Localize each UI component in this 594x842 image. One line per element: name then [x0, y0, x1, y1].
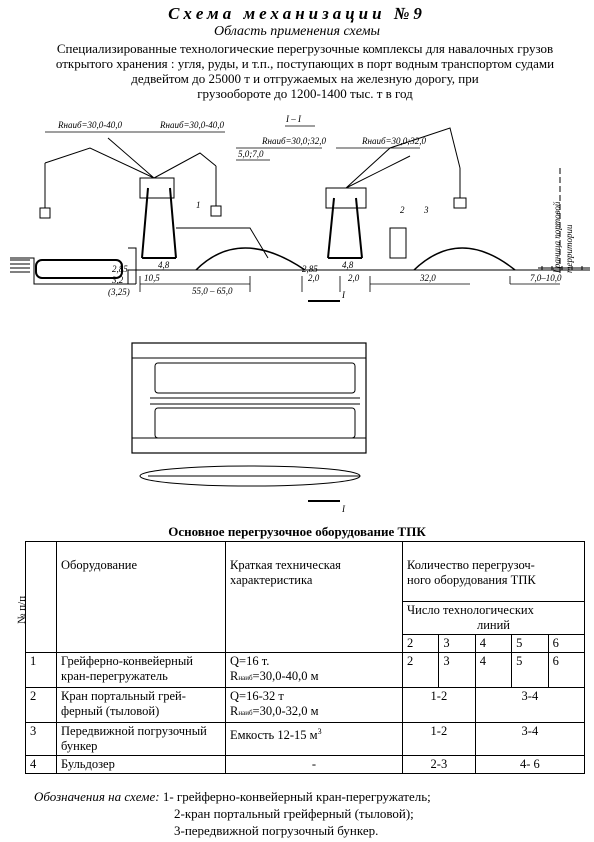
row-spec: Q=16 т.Rнаиб=30,0-40,0 м: [225, 652, 403, 688]
row-value: 2: [401, 652, 440, 688]
dim-radius-label-1: Rнаиб=30,0-40,0: [57, 120, 123, 130]
dim-label: 4,8: [342, 260, 354, 270]
dim-label: 4,8: [158, 260, 170, 270]
berth-wall: [128, 247, 137, 285]
row-value-group: 1-2: [402, 687, 476, 723]
plan-view: [131, 342, 367, 487]
ground-line: [10, 257, 590, 285]
row-num: 1: [25, 652, 57, 688]
callout-3: 3: [423, 205, 429, 215]
territory-border-label-1: Граница портовой: [552, 201, 562, 274]
line-count-header: 3: [438, 634, 476, 653]
dim-label: 2,85: [112, 264, 128, 274]
row-value: 6: [547, 652, 586, 688]
dim-label: 10,5: [144, 273, 160, 283]
water-hatch: [10, 259, 30, 273]
row-value-group: 3-4: [474, 722, 586, 756]
callout-2: 2: [400, 205, 405, 215]
table-header-row: Число технологических линий: [26, 601, 585, 635]
dim-radius-label-3: Rнаиб=30,0;32,0: [261, 136, 327, 146]
description: Специализированные технологические перег…: [20, 41, 590, 101]
cut-label: I: [341, 504, 346, 514]
row-equipment: Бульдозер: [56, 755, 226, 774]
dim-label: 32,0: [419, 273, 436, 283]
description-line: дедвейтом до 25000 т и отгружаемых на же…: [131, 71, 479, 86]
table-row: 4 Бульдозер - 2-3 4- 6: [25, 755, 586, 774]
table-row: 2 Кран портальный грей-ферный (тыловой) …: [25, 687, 586, 723]
dim-label: 3,2: [111, 275, 124, 285]
dim-label: 7,0–10,0: [530, 273, 562, 283]
legend-item-1: 1- грейферно-конвейерный кран-перегружат…: [162, 789, 431, 804]
row-spec: Емкость 12-15 м3: [225, 722, 403, 756]
page-subtitle: Область применения схемы: [213, 24, 381, 39]
row-value: 4: [474, 652, 513, 688]
dim-span-label: 55,0 – 65,0: [192, 286, 233, 296]
railway: [538, 266, 590, 270]
table-title: Основное перегрузочное оборудование ТПК: [168, 524, 426, 539]
legend-item-3: 3-передвижной погрузочный бункер.: [174, 823, 379, 838]
row-num: 4: [25, 755, 57, 774]
page-title: Схема механизации №9: [168, 4, 426, 23]
row-value-group: 2-3: [402, 755, 476, 774]
line-count-header: 2: [401, 634, 440, 653]
row-value-group: 1-2: [402, 722, 476, 756]
section-cut-line: [308, 300, 340, 502]
column-header-num: № п/п: [16, 541, 57, 653]
row-value: 3: [438, 652, 476, 688]
crane-2: [325, 127, 467, 259]
mechanization-scheme-drawing: Rнаиб=30,0-40,0 Rнаиб=30,0-40,0 I – I Rн…: [10, 114, 590, 514]
description-line: открытого хранения : угля, руды, и т.п.,…: [55, 56, 555, 71]
row-equipment: Кран портальный грей-ферный (тыловой): [56, 687, 226, 723]
row-spec: -: [225, 755, 403, 774]
column-header-equipment: Оборудование: [56, 541, 226, 653]
dim-radius-label-2: Rнаиб=30,0-40,0: [159, 120, 225, 130]
dim-label: 2,85: [302, 264, 318, 274]
line-count-header: 4: [474, 634, 513, 653]
description-line: Специализированные технологические перег…: [56, 41, 554, 56]
callout-1: 1: [196, 200, 201, 210]
territory-border-label-2: территории: [564, 224, 574, 273]
dim-label: 2,0: [308, 273, 320, 283]
section-label: I – I: [285, 114, 302, 124]
row-value-group: 3-4: [474, 687, 586, 723]
description-line: грузообороте до 1200-1400 тыс. т в год: [197, 86, 413, 101]
line-count-header: 5: [511, 634, 549, 653]
stockpile-1: [195, 247, 306, 271]
dim-label: 2,0: [348, 273, 360, 283]
row-num: 3: [25, 722, 57, 756]
dim-label-5: 5,0;7,0: [238, 149, 264, 159]
row-value: 5: [511, 652, 549, 688]
legend: Обозначения на схеме: 1- грейферно-конве…: [34, 788, 431, 839]
dim-radius-label-4: Rнаиб=30,0;32,0: [361, 136, 427, 146]
line-count-header: 6: [547, 634, 586, 653]
dim-label: (3,25): [108, 287, 130, 297]
column-header-spec: Краткая техническая характеристика: [225, 541, 403, 653]
ship-hull: [35, 259, 123, 279]
equipment-table: № п/п Оборудование Краткая техническая х…: [16, 541, 586, 774]
stockpile-2: [413, 247, 516, 271]
row-value-group: 4- 6: [474, 755, 586, 774]
row-num: 2: [25, 687, 57, 723]
legend-item-2: 2-кран портальный грейферный (тыловой);: [174, 806, 414, 821]
column-header-qty: Количество перегрузоч- ного оборудования…: [402, 541, 585, 602]
cut-label: I: [341, 290, 346, 300]
table-header-row: № п/п Оборудование Краткая техническая х…: [16, 541, 585, 653]
legend-label: Обозначения на схеме:: [34, 789, 160, 804]
column-header-lines: Число технологических линий: [402, 601, 585, 635]
crane-1: [39, 137, 269, 259]
